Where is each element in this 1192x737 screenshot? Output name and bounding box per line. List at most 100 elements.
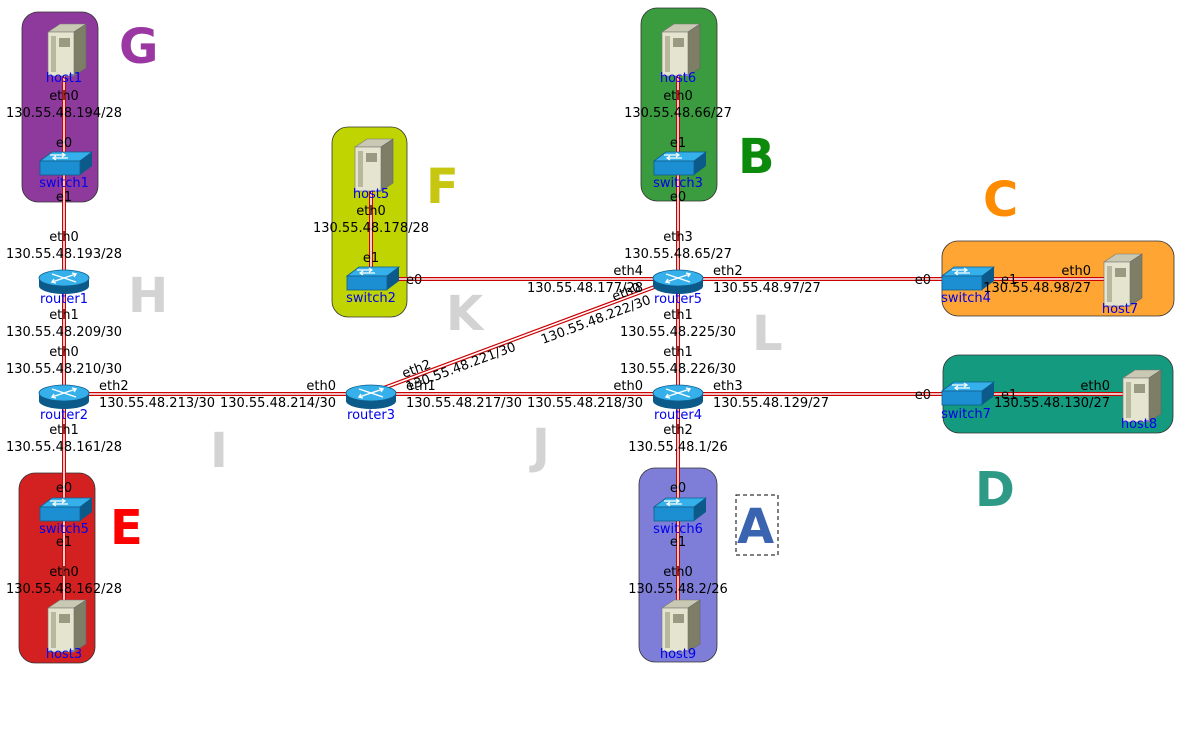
router2-label: router2 — [40, 408, 88, 423]
switch1-e0-label: e0 — [56, 136, 72, 151]
router2-eth0-label: eth0 — [49, 345, 79, 360]
router5-router-icon[interactable] — [652, 269, 704, 295]
router5-ip2-label: 130.55.48.97/27 — [713, 281, 821, 296]
router3-router-icon[interactable] — [345, 384, 397, 410]
group-label-i: I — [210, 423, 228, 479]
router4-router-icon[interactable] — [652, 384, 704, 410]
host1-server-icon[interactable] — [47, 23, 87, 77]
group-label-a: A — [737, 499, 774, 555]
router4-ip2-label: 130.55.48.1/26 — [628, 440, 728, 455]
host8-eth0-label: eth0 — [1080, 379, 1110, 394]
router2-router-icon[interactable] — [38, 384, 90, 410]
host6-server-icon[interactable] — [661, 23, 701, 77]
switch2-label: switch2 — [346, 291, 396, 306]
host7-server-icon[interactable] — [1103, 253, 1143, 307]
router5-eth4-label: eth4 — [613, 264, 643, 279]
switch7-e0-label: e0 — [915, 388, 931, 403]
switch4-label: switch4 — [941, 291, 991, 306]
router2-ip1-label: 130.55.48.161/28 — [6, 440, 122, 455]
router2-ip0-label: 130.55.48.210/30 — [6, 362, 122, 377]
link-router3-router5 — [372, 277, 677, 394]
router4-ip3-label: 130.55.48.129/27 — [713, 396, 829, 411]
router5-eth2-label: eth2 — [713, 264, 743, 279]
switch1-switch-icon[interactable] — [39, 151, 93, 176]
switch1-label: switch1 — [39, 176, 89, 191]
router5-label: router5 — [654, 292, 702, 307]
switch2-e0-label: e0 — [406, 273, 422, 288]
router2-ip2-label: 130.55.48.213/30 — [99, 396, 215, 411]
router3-label: router3 — [347, 408, 395, 423]
switch2-e1-label: e1 — [363, 251, 379, 266]
host8-label: host8 — [1121, 417, 1157, 432]
switch5-e0-label: e0 — [56, 481, 72, 496]
switch7-switch-icon[interactable] — [941, 381, 995, 406]
router4-eth3-label: eth3 — [713, 379, 743, 394]
switch6-e1-label: e1 — [670, 535, 686, 550]
router5-ip3-label: 130.55.48.65/27 — [624, 247, 732, 262]
router5-ip1-label: 130.55.48.225/30 — [620, 325, 736, 340]
router4-eth0-label: eth0 — [613, 379, 643, 394]
switch5-e1-label: e1 — [56, 535, 72, 550]
router1-eth0-label: eth0 — [49, 230, 79, 245]
host9-server-icon[interactable] — [661, 599, 701, 653]
group-label-b: B — [738, 129, 775, 185]
switch3-switch-icon[interactable] — [653, 151, 707, 176]
router3-eth0-label: eth0 — [306, 379, 336, 394]
host9-eth0-label: eth0 — [663, 565, 693, 580]
host1-ip-label: 130.55.48.194/28 — [6, 106, 122, 121]
switch2-switch-icon[interactable] — [346, 266, 400, 291]
group-label-l: L — [752, 306, 783, 362]
group-label-j: J — [529, 419, 550, 475]
router2-eth2-label: eth2 — [99, 379, 129, 394]
switch5-label: switch5 — [39, 522, 89, 537]
router1-label: router1 — [40, 292, 88, 307]
host3-eth0-label: eth0 — [49, 565, 79, 580]
switch6-switch-icon[interactable] — [653, 497, 707, 522]
host3-label: host3 — [46, 647, 82, 662]
router4-label: router4 — [654, 408, 702, 423]
host1-label: host1 — [46, 71, 82, 86]
router1-ip1-label: 130.55.48.209/30 — [6, 325, 122, 340]
switch3-e0-label: e0 — [670, 190, 686, 205]
host5-ip-label: 130.55.48.178/28 — [313, 221, 429, 236]
router5-eth1-label: eth1 — [663, 308, 693, 323]
host5-label: host5 — [353, 187, 389, 202]
host9-label: host9 — [660, 647, 696, 662]
group-label-k: K — [446, 286, 485, 342]
router3-ip1-label: 130.55.48.217/30 — [406, 396, 522, 411]
host7-label: host7 — [1102, 302, 1138, 317]
host8-ip-label: 130.55.48.130/27 — [994, 396, 1110, 411]
host8-server-icon[interactable] — [1122, 369, 1162, 423]
router4-eth2-label: eth2 — [663, 423, 693, 438]
host6-eth0-label: eth0 — [663, 89, 693, 104]
switch3-label: switch3 — [653, 176, 703, 191]
router3-eth1-label: eth1 — [406, 379, 436, 394]
router1-router-icon[interactable] — [38, 269, 90, 295]
host7-eth0-label: eth0 — [1061, 264, 1091, 279]
host5-server-icon[interactable] — [354, 138, 394, 192]
host5-eth0-label: eth0 — [356, 204, 386, 219]
router2-eth1-label: eth1 — [49, 423, 79, 438]
host6-ip-label: 130.55.48.66/27 — [624, 106, 732, 121]
host7-ip-label: 130.55.48.98/27 — [983, 281, 1091, 296]
switch7-e1-label: e1 — [1001, 388, 1017, 403]
group-label-e: E — [110, 500, 143, 556]
router4-eth1-label: eth1 — [663, 345, 693, 360]
switch4-e1-label: e1 — [1001, 273, 1017, 288]
group-label-f: F — [426, 159, 459, 215]
host3-ip-label: 130.55.48.162/28 — [6, 582, 122, 597]
router4-ip0-label: 130.55.48.218/30 — [527, 396, 643, 411]
group-label-g: G — [119, 19, 158, 75]
switch7-label: switch7 — [941, 407, 991, 422]
host3-server-icon[interactable] — [47, 599, 87, 653]
router5-eth3-label: eth3 — [663, 230, 693, 245]
router5-ip4-label: 130.55.48.177/28 — [527, 281, 643, 296]
group-label-c: C — [983, 172, 1018, 228]
router4-ip1-label: 130.55.48.226/30 — [620, 362, 736, 377]
switch5-switch-icon[interactable] — [39, 497, 93, 522]
host9-ip-label: 130.55.48.2/26 — [628, 582, 728, 597]
group-label-h: H — [128, 268, 168, 324]
router1-eth1-label: eth1 — [49, 308, 79, 323]
selection-box — [735, 494, 779, 556]
